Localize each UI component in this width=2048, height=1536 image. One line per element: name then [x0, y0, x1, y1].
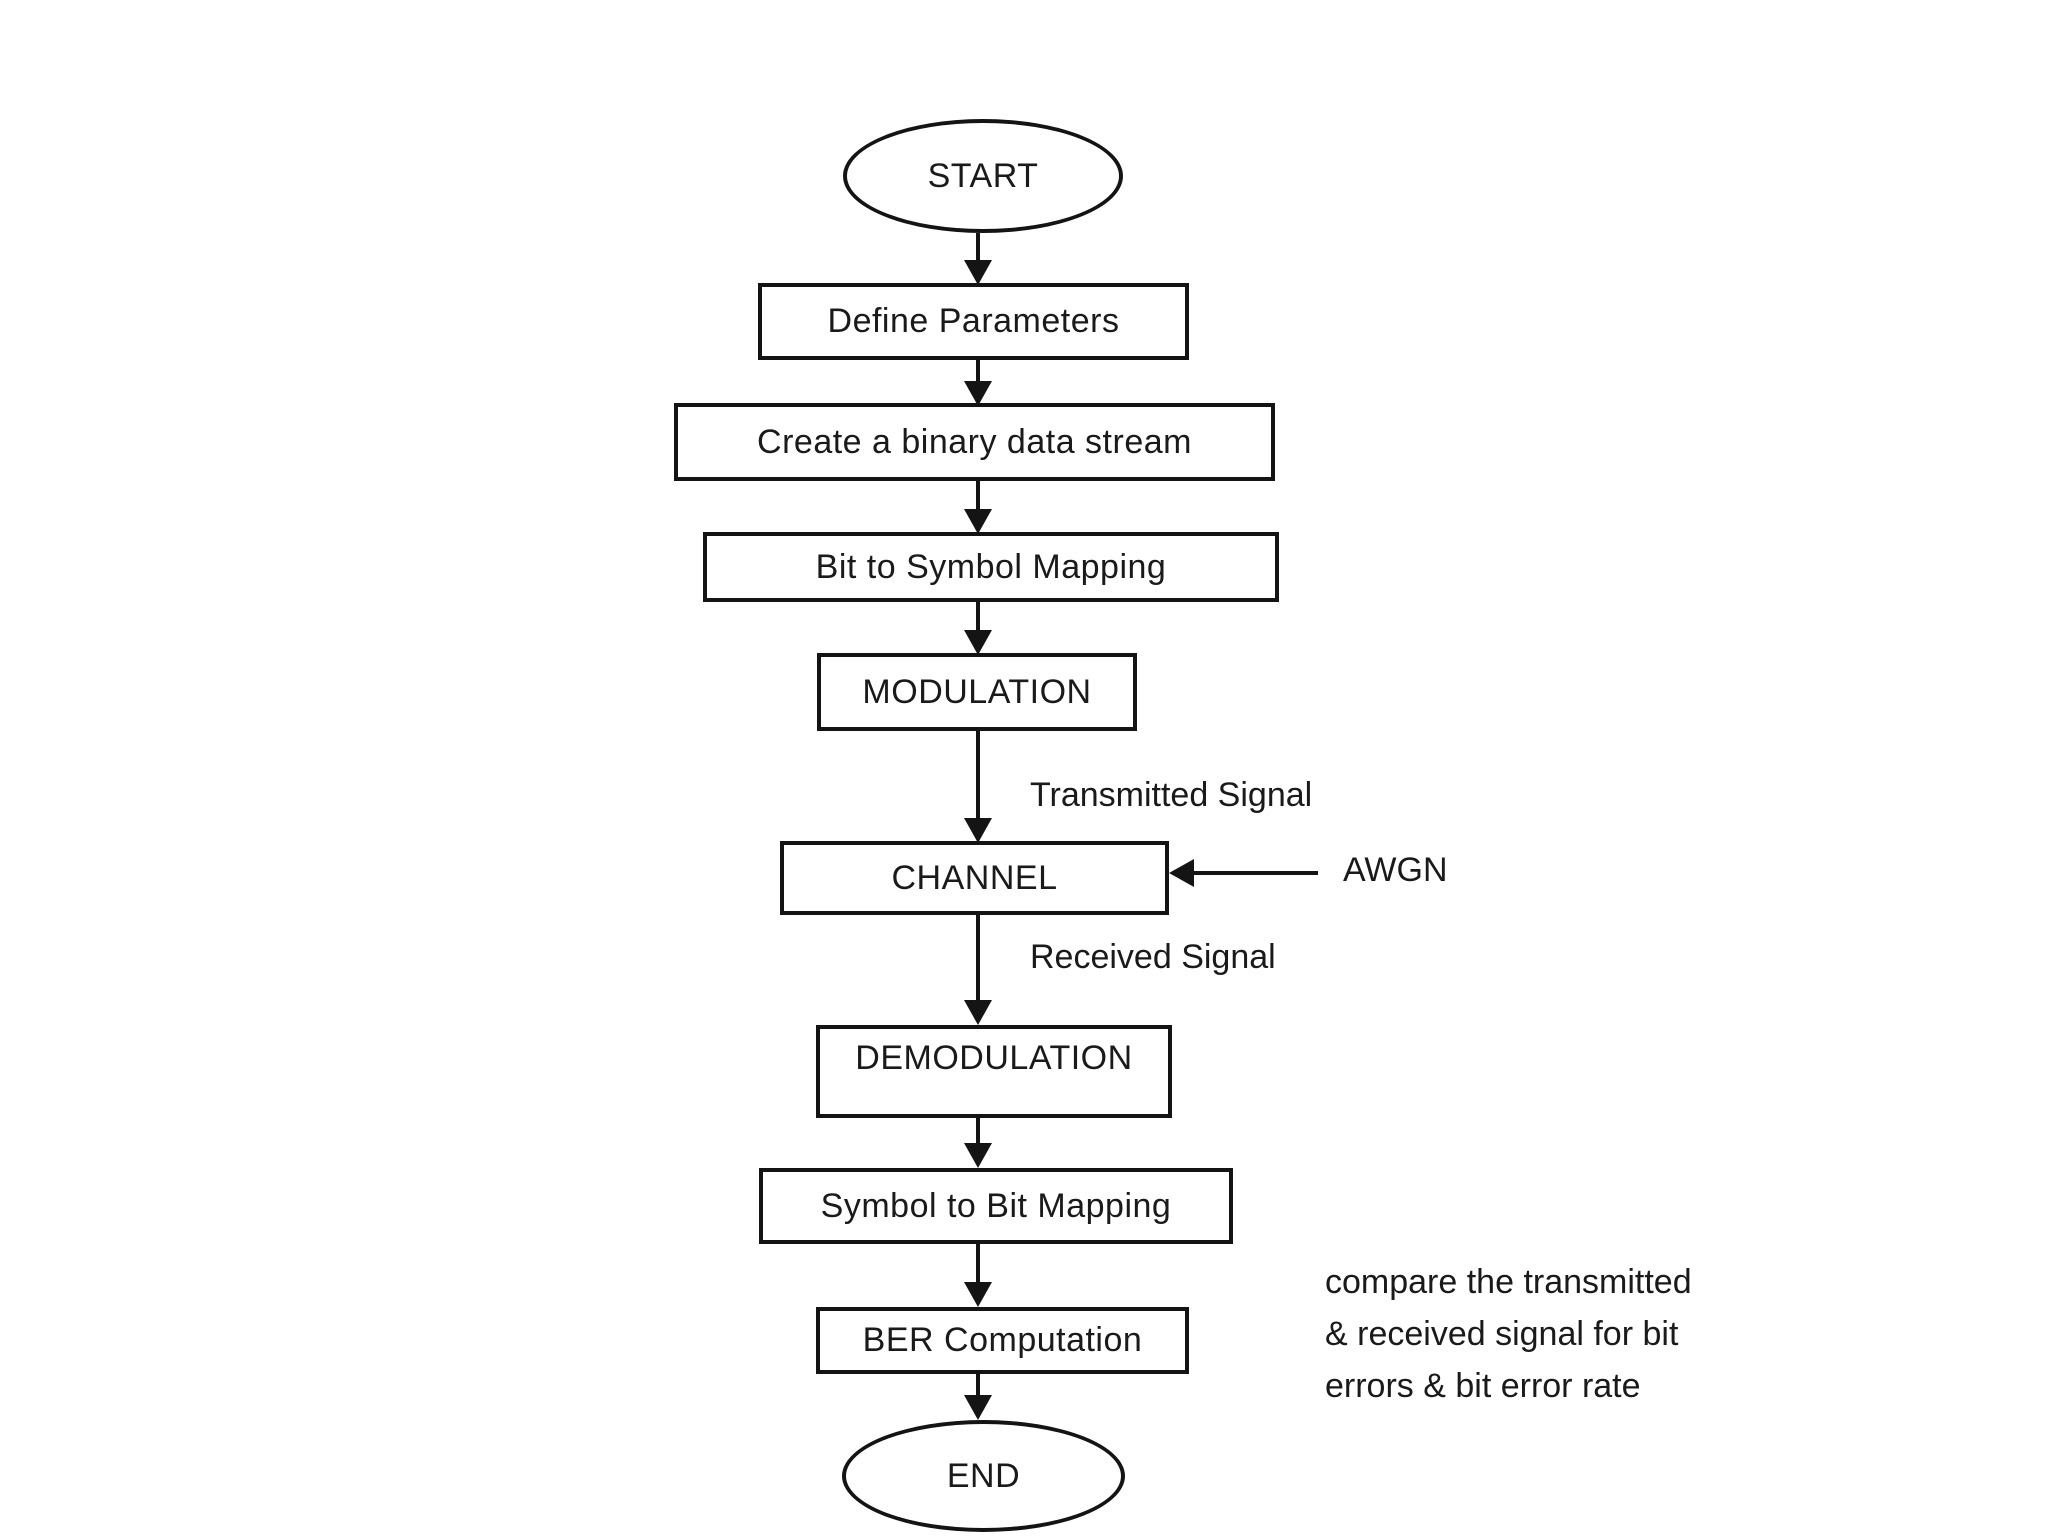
- comparison-note-line: compare the transmitted: [1325, 1263, 1692, 1301]
- node-define-parameters-label: Define Parameters: [827, 302, 1120, 340]
- arrow-demodulation-to-symbol2bit: [964, 1118, 992, 1168]
- comparison-note-line: errors & bit error rate: [1325, 1367, 1641, 1405]
- arrow-shaft: [1189, 871, 1318, 875]
- arrow-channel-to-demodulation: [964, 915, 992, 1025]
- arrow-shaft: [976, 602, 980, 635]
- node-start-label: START: [927, 156, 1039, 195]
- node-ber-computation: BER Computation: [816, 1307, 1189, 1374]
- comparison-note: compare the transmitted & received signa…: [1325, 1256, 1692, 1412]
- arrow-head-icon: [964, 1000, 992, 1025]
- arrow-shaft: [976, 1244, 980, 1287]
- arrow-symbol2bit-to-ber: [964, 1244, 992, 1307]
- node-demodulation-label: DEMODULATION: [855, 1039, 1133, 1077]
- arrow-define-to-create: [964, 360, 992, 406]
- arrow-head-icon: [964, 260, 992, 285]
- node-bit-to-symbol-label: Bit to Symbol Mapping: [815, 547, 1167, 586]
- arrow-head-icon: [1169, 859, 1194, 887]
- node-channel: CHANNEL: [780, 841, 1169, 915]
- node-define-parameters: Define Parameters: [758, 283, 1189, 360]
- arrow-head-icon: [964, 1282, 992, 1307]
- node-bit-to-symbol: Bit to Symbol Mapping: [703, 532, 1279, 602]
- arrow-awgn-to-channel: [1169, 859, 1318, 887]
- arrow-start-to-define: [964, 233, 992, 285]
- node-end: END: [842, 1420, 1125, 1532]
- arrow-head-icon: [964, 1395, 992, 1420]
- arrow-shaft: [976, 481, 980, 514]
- arrow-shaft: [976, 1374, 980, 1400]
- arrow-modulation-to-channel: [964, 731, 992, 843]
- arrow-head-icon: [964, 509, 992, 534]
- awgn-label: AWGN: [1343, 851, 1448, 889]
- arrow-shaft: [976, 731, 980, 823]
- node-start: START: [843, 119, 1123, 233]
- node-end-label: END: [946, 1456, 1021, 1495]
- node-create-binary-stream-label: Create a binary data stream: [757, 422, 1192, 461]
- arrow-shaft: [976, 915, 980, 1005]
- node-create-binary-stream: Create a binary data stream: [674, 403, 1275, 481]
- node-symbol-to-bit-label: Symbol to Bit Mapping: [820, 1186, 1172, 1225]
- arrow-create-to-bit2symbol: [964, 481, 992, 534]
- received-signal-label: Received Signal: [1030, 938, 1276, 976]
- node-ber-computation-label: BER Computation: [862, 1321, 1143, 1359]
- arrow-shaft: [976, 360, 980, 386]
- node-symbol-to-bit: Symbol to Bit Mapping: [759, 1168, 1233, 1244]
- arrow-head-icon: [964, 630, 992, 655]
- arrow-shaft: [976, 233, 980, 265]
- arrow-head-icon: [964, 1143, 992, 1168]
- arrow-bit2symbol-to-modulation: [964, 602, 992, 655]
- node-modulation: MODULATION: [817, 653, 1137, 731]
- transmitted-signal-label: Transmitted Signal: [1030, 776, 1313, 814]
- node-demodulation: DEMODULATION: [816, 1025, 1172, 1118]
- arrow-head-icon: [964, 818, 992, 843]
- node-channel-label: CHANNEL: [891, 858, 1058, 897]
- arrow-shaft: [976, 1118, 980, 1148]
- comparison-note-line: & received signal for bit: [1325, 1315, 1679, 1353]
- arrow-ber-to-end: [964, 1374, 992, 1420]
- node-modulation-label: MODULATION: [862, 672, 1092, 711]
- arrow-head-icon: [964, 381, 992, 406]
